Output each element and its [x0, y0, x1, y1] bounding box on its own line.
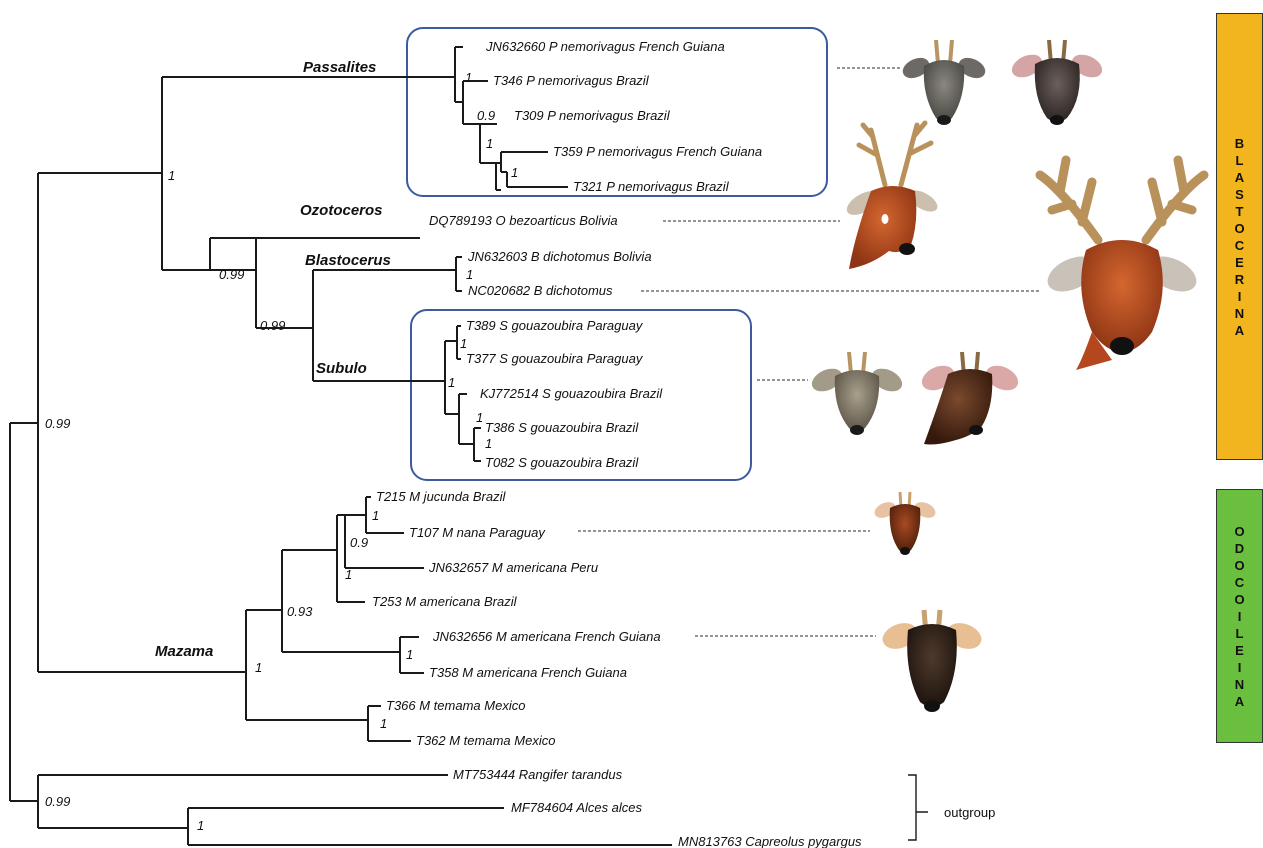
leaf-label: T082 S gouazoubira Brazil [485, 455, 639, 470]
leaf-label: KJ772514 S gouazoubira Brazil [480, 386, 663, 401]
support-value: 0.93 [287, 604, 313, 619]
deer-head-blastocerus-icon [1035, 155, 1209, 370]
leaf-label: T359 P nemorivagus French Guiana [553, 144, 762, 159]
subfam-letter: A [1234, 693, 1245, 709]
leaf-label: MT753444 Rangifer tarandus [453, 767, 623, 782]
subfam-letter: O [1234, 557, 1245, 573]
leaf-label: T358 M americana French Guiana [429, 665, 627, 680]
leaf-label: NC020682 B dichotomus [468, 283, 613, 298]
leaf-label: JN632656 M americana French Guiana [432, 629, 661, 644]
clade-name-mazama: Mazama [155, 643, 213, 660]
support-value: 1 [465, 70, 472, 85]
clade-name-subulo: Subulo [316, 360, 367, 377]
support-value: 1 [197, 818, 204, 833]
leaf-label: T215 M jucunda Brazil [376, 489, 506, 504]
subulo-clade-box [410, 309, 752, 481]
image-leaders [578, 67, 1040, 637]
support-value: 0.99 [219, 267, 244, 282]
tree-branches [9, 46, 928, 846]
leaf-label: T309 P nemorivagus Brazil [514, 108, 671, 123]
subfam-letter: O [1234, 591, 1245, 607]
clade-name-blastocerus: Blastocerus [305, 252, 391, 269]
support-value: 1 [406, 647, 413, 662]
subfam-letter: A [1234, 169, 1245, 185]
leaf-label: T346 P nemorivagus Brazil [493, 73, 650, 88]
outgroup-label: outgroup [944, 805, 995, 820]
support-value: 1 [380, 716, 387, 731]
support-values: 1 1 0.9 1 1 0.99 0.99 1 1 1 1 1 0.99 1 0… [45, 70, 518, 833]
deer-head-passalites-grey-icon [902, 39, 986, 125]
leaf-label: T389 S gouazoubira Paraguay [466, 318, 644, 333]
subfam-letter: N [1234, 305, 1245, 321]
subfam-letter: I [1237, 288, 1242, 304]
subfam-letter: D [1234, 540, 1245, 556]
support-value: 1 [476, 410, 483, 425]
support-value: 1 [448, 375, 455, 390]
subfam-letter: E [1235, 254, 1244, 270]
deer-head-ozotoceros-icon [846, 120, 938, 269]
subfam-letter: S [1235, 186, 1244, 202]
support-value: 1 [511, 165, 518, 180]
clade-name-ozotoceros: Ozotoceros [300, 202, 383, 219]
subfam-letter: I [1237, 659, 1242, 675]
leaf-label: T321 P nemorivagus Brazil [573, 179, 730, 194]
subfam-letter: L [1235, 625, 1244, 641]
subfam-letter: C [1234, 237, 1245, 253]
leaf-label: JN632603 B dichotomus Bolivia [467, 249, 652, 264]
deer-head-subulo-brown-icon [921, 351, 1019, 445]
support-value: 0.99 [260, 318, 285, 333]
subfam-letter: E [1235, 642, 1244, 658]
leaf-label: JN632657 M americana Peru [428, 560, 598, 575]
leaf-label: JN632660 P nemorivagus French Guiana [485, 39, 725, 54]
support-value: 0.9 [477, 108, 495, 123]
passalites-clade-box [406, 27, 828, 197]
leaf-label: MN813763 Capreolus pygargus [678, 834, 862, 848]
leaf-label: T362 M temama Mexico [416, 733, 555, 748]
support-value: 1 [486, 136, 493, 151]
support-value: 1 [372, 508, 379, 523]
clade-name-passalites: Passalites [303, 59, 376, 76]
support-value: 1 [168, 168, 175, 183]
leaf-labels: JN632660 P nemorivagus French Guiana T34… [372, 39, 862, 848]
subfam-letter: T [1235, 203, 1244, 219]
subfam-letter: O [1234, 523, 1245, 539]
blastocerina-bar: B L A S T O C E R I N A [1216, 13, 1263, 460]
support-value: 0.99 [45, 416, 70, 431]
support-value: 0.99 [45, 794, 70, 809]
leaf-label: T377 S gouazoubira Paraguay [466, 351, 644, 366]
leaf-label: T386 S gouazoubira Brazil [485, 420, 639, 435]
support-value: 1 [255, 660, 262, 675]
leaf-label: T107 M nana Paraguay [409, 525, 546, 540]
subfam-letter: R [1234, 271, 1245, 287]
subfam-letter: B [1234, 135, 1245, 151]
leaf-label: T253 M americana Brazil [372, 594, 518, 609]
leaf-label: MF784604 Alces alces [511, 800, 643, 815]
subfam-letter: C [1234, 574, 1245, 590]
subfam-letter: I [1237, 608, 1242, 624]
support-value: 1 [485, 436, 492, 451]
subfam-letter: A [1234, 322, 1245, 338]
support-value: 1 [345, 567, 352, 582]
deer-head-mazama-nana-icon [874, 491, 936, 555]
deer-head-subulo-tan-icon [811, 351, 903, 435]
deer-head-mazama-americana-icon [882, 609, 982, 712]
subfam-letter: N [1234, 676, 1245, 692]
odocoileina-bar: O D O C O I L E I N A [1216, 489, 1263, 743]
support-value: 0.9 [350, 535, 368, 550]
support-value: 1 [460, 336, 467, 351]
subfam-letter: O [1234, 220, 1245, 236]
subfam-letter: L [1235, 152, 1244, 168]
deer-head-passalites-dark-icon [1011, 39, 1103, 125]
support-value: 1 [466, 267, 473, 282]
leaf-label: T366 M temama Mexico [386, 698, 525, 713]
leaf-label: DQ789193 O bezoarticus Bolivia [429, 213, 618, 228]
